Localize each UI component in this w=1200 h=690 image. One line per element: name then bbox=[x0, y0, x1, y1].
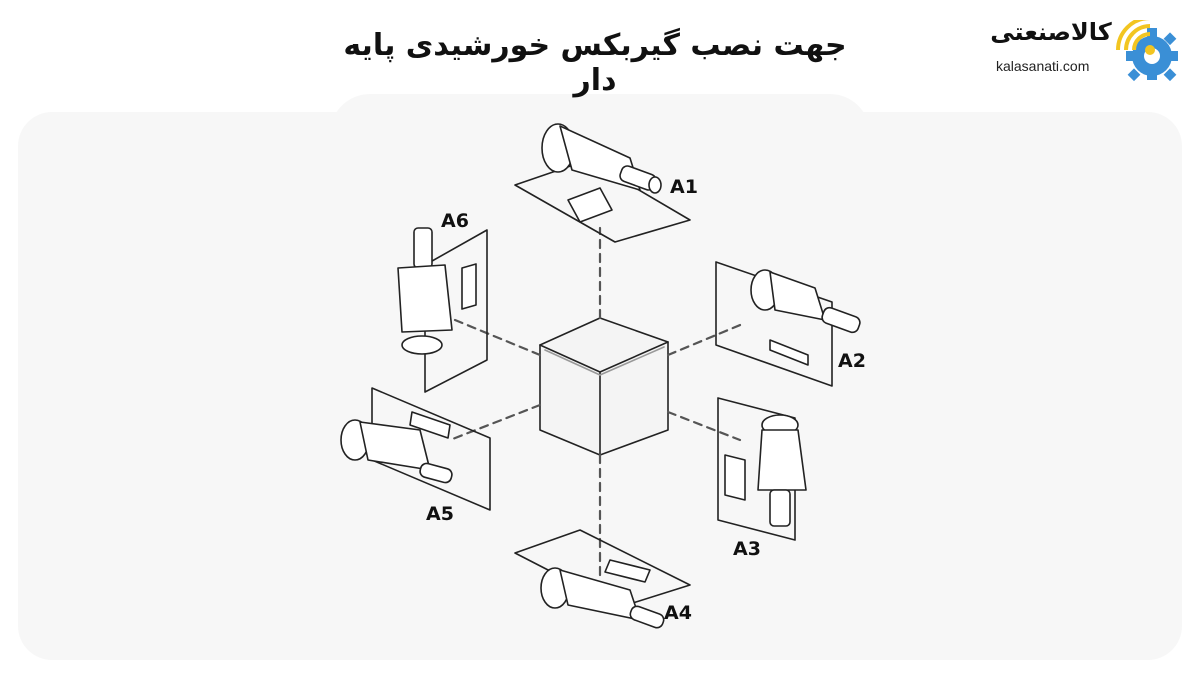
position-label-a6: A6 bbox=[441, 210, 469, 232]
gearbox-a3 bbox=[717, 397, 807, 541]
position-label-a2: A2 bbox=[838, 350, 866, 372]
logo-domain: kalasanati.com bbox=[996, 58, 1090, 74]
gearbox-a4 bbox=[514, 529, 691, 629]
gearbox-a1 bbox=[514, 123, 691, 243]
logo-name-fa: کالاصنعتی bbox=[990, 18, 1112, 46]
position-label-a5: A5 bbox=[426, 503, 454, 525]
gearbox-a2 bbox=[715, 261, 861, 387]
gearbox-a6 bbox=[397, 227, 488, 393]
page-title: جهت نصب گیربکس خورشیدی پایه دار bbox=[343, 28, 847, 98]
gearbox-a5 bbox=[340, 387, 491, 511]
mounting-cube bbox=[539, 317, 669, 456]
position-label-a1: A1 bbox=[670, 176, 698, 198]
brand-logo[interactable]: کالاصنعتی kalasanati.com bbox=[990, 18, 1190, 84]
gear-wifi-icon bbox=[1116, 20, 1178, 82]
position-label-a3: A3 bbox=[733, 538, 761, 560]
position-label-a4: A4 bbox=[664, 602, 692, 624]
